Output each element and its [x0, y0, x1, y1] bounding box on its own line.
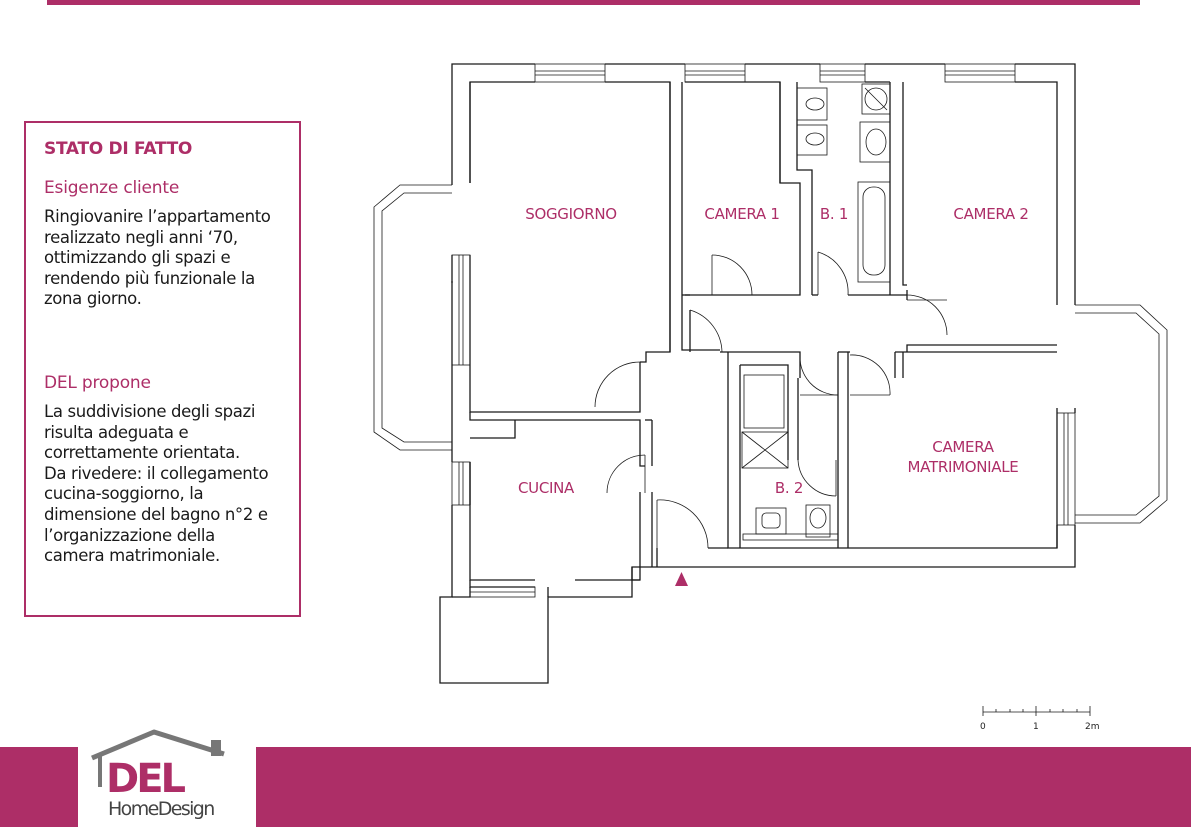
room-camera-2: CAMERA 2	[953, 205, 1028, 223]
scale-bar	[982, 706, 1091, 716]
room-cucina: CUCINA	[518, 479, 575, 497]
scale-label-1: 1	[1033, 722, 1039, 732]
room-camera-1: CAMERA 1	[704, 205, 779, 223]
floor-plan: SOGGIORNO CAMERA 1 B. 1 CAMERA 2 CAMERA …	[373, 63, 1168, 732]
client-needs-text: Ringiovanire l’appartamento realizzato n…	[44, 207, 271, 309]
proposal-text: La suddivisione degli spazi risulta adeg…	[44, 402, 269, 566]
room-soggiorno: SOGGIORNO	[525, 205, 617, 223]
scale-label-2m: 2m	[1085, 722, 1100, 732]
bathroom-fixtures	[741, 83, 891, 541]
entrance-arrow	[675, 572, 688, 586]
client-needs-heading: Esigenze cliente	[44, 178, 180, 198]
scale-label-0: 0	[980, 722, 986, 732]
windows	[373, 63, 1168, 598]
info-panel: STATO DI FATTO Esigenze cliente Ringiova…	[24, 121, 301, 617]
logo-panel	[78, 747, 256, 827]
proposal-heading: DEL propone	[44, 373, 151, 393]
house-roof-icon	[91, 729, 225, 787]
room-bagno-2: B. 2	[775, 479, 803, 497]
room-bagno-1: B. 1	[820, 205, 848, 223]
walls	[452, 81, 1058, 598]
doors	[594, 251, 948, 549]
logo-homedesign: HomeDesign	[108, 798, 215, 820]
logo-del: DEL	[106, 756, 186, 802]
room-camera-matrimoniale-line1: CAMERA	[932, 438, 994, 456]
info-title: STATO DI FATTO	[44, 139, 193, 159]
room-camera-matrimoniale-line2: MATRIMONIALE	[908, 458, 1019, 476]
top-rule	[47, 0, 1140, 5]
